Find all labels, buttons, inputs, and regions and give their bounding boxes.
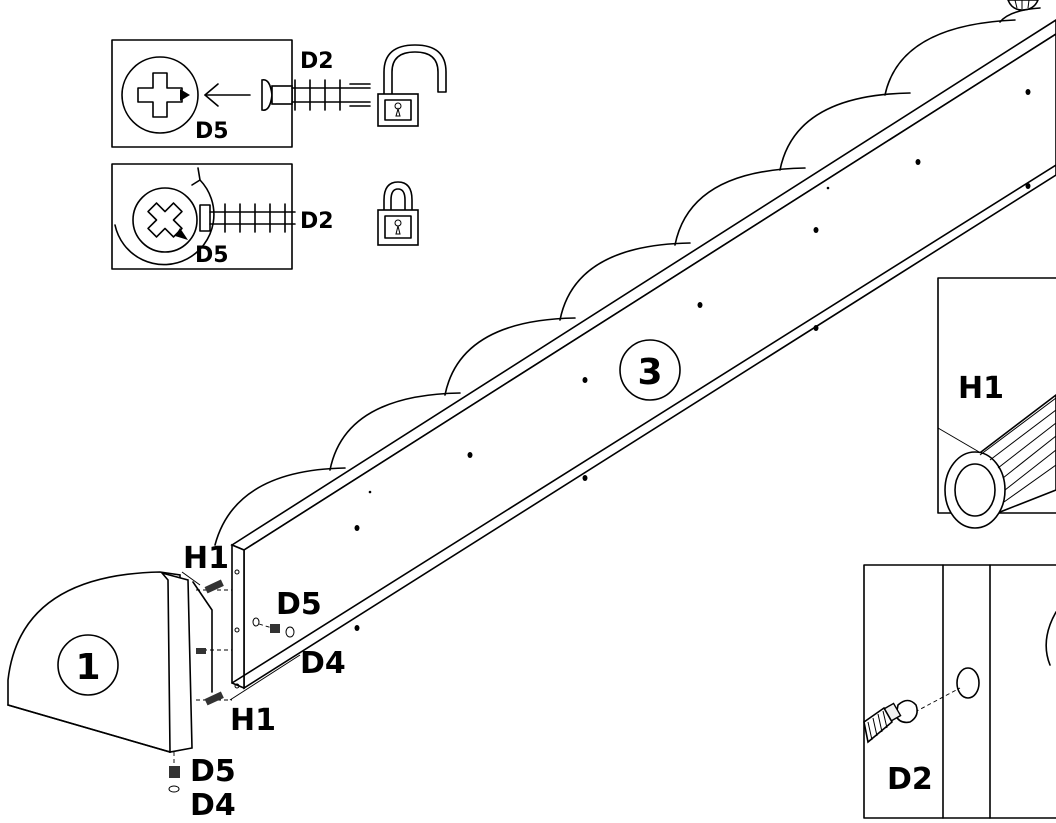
- label-d4-bottom: D4: [190, 788, 236, 823]
- top-fitting-partial: [1007, 0, 1039, 11]
- detail-d2: D2: [863, 564, 1056, 819]
- inset-unlock: D2 D5: [111, 39, 447, 148]
- inset-lock: D2 D5: [111, 163, 419, 270]
- inset-unlock-d2: D2: [300, 49, 334, 74]
- part-number-1: 1: [75, 647, 100, 688]
- connector-fittings: [192, 579, 232, 706]
- label-d4-middle: D4: [300, 646, 346, 681]
- rotated-cross-icon: [147, 202, 183, 238]
- detail-d2-label: D2: [887, 762, 933, 797]
- part-number-3-circle: [619, 339, 681, 401]
- label-d5-bottom: D5: [190, 754, 236, 789]
- label-h1-top: H1: [183, 541, 229, 576]
- closed-padlock-icon: [377, 181, 419, 246]
- part-1: 1: [7, 571, 301, 793]
- detail-h1-label: H1: [958, 371, 1004, 406]
- panel-3: 3: [214, 7, 1056, 690]
- inset-lock-d2: D2: [300, 209, 334, 234]
- phillips-cross-icon: [137, 72, 183, 118]
- inset-unlock-d5: D5: [195, 119, 229, 144]
- open-padlock-icon: [377, 44, 447, 127]
- part-number-1-circle: [57, 634, 119, 696]
- panel-holes: [354, 89, 1031, 631]
- detail-h1: H1: [937, 277, 1056, 529]
- panel-scallops: [214, 7, 1041, 546]
- fluted-dowel-icon: [944, 393, 1056, 529]
- part-number-3: 3: [637, 352, 662, 393]
- label-d5-middle: D5: [276, 587, 322, 622]
- label-h1-bottom: H1: [230, 703, 276, 738]
- inset-lock-d5: D5: [195, 243, 229, 268]
- cam-dowel-icon: [863, 699, 918, 744]
